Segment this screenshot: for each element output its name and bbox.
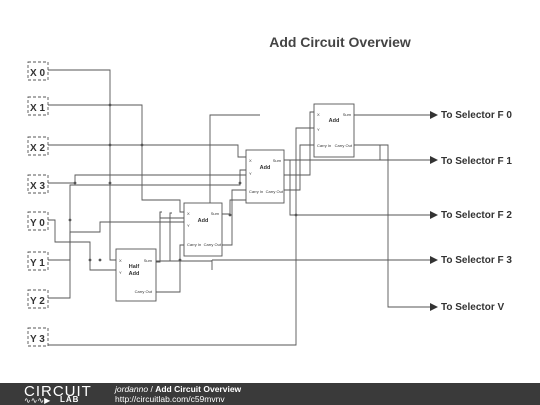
input-x1: X 1	[27, 96, 49, 116]
pin-y: Y	[317, 127, 320, 132]
pin-y: Y	[119, 270, 122, 275]
input-label: X 2	[30, 143, 45, 154]
pin-sum: Sum	[144, 258, 153, 263]
block-name: Add	[329, 118, 340, 124]
input-label: Y 3	[30, 334, 45, 345]
output-f1: To Selector F 1	[441, 156, 512, 167]
output-arrows	[430, 111, 438, 311]
adder-block-2: X Y Sum Carry In Carry Out Add	[245, 149, 285, 204]
output-f3: To Selector F 3	[441, 255, 512, 266]
input-label: X 3	[30, 181, 45, 192]
input-y0: Y 0	[27, 211, 49, 231]
input-x0: X 0	[27, 61, 49, 81]
input-label: Y 0	[30, 218, 45, 229]
circuit-url[interactable]: http://circuitlab.com/c59mvnv	[115, 394, 225, 404]
input-terminals: X 0 X 1 X 2 X 3 Y 0 Y 1 Y 2 Y 3	[27, 61, 49, 347]
author-link[interactable]: jordanno	[115, 384, 149, 394]
input-x3: X 3	[27, 174, 49, 194]
adder-block-3: X Y Sum Carry In Carry Out Add	[313, 103, 355, 158]
input-label: Y 2	[30, 296, 45, 307]
output-labels: To Selector F 0 To Selector F 1 To Selec…	[441, 110, 512, 313]
wires	[48, 69, 430, 346]
pin-y: Y	[187, 223, 190, 228]
adder-blocks: X Y Sum Carry Out Half Add X Y Sum Carry…	[115, 103, 355, 302]
input-label: Y 1	[30, 258, 45, 269]
pin-x: X	[249, 158, 252, 163]
pin-carry-out: Carry Out	[135, 289, 153, 294]
adder-block-1: X Y Sum Carry In Carry Out Add	[183, 202, 223, 257]
input-x2: X 2	[27, 136, 49, 156]
circuit-meta: jordanno / Add Circuit Overview	[115, 384, 241, 394]
input-y2: Y 2	[27, 289, 49, 309]
circuitlab-logo-lab: LAB	[60, 395, 80, 404]
pin-y: Y	[249, 171, 252, 176]
input-y3: Y 3	[27, 327, 49, 347]
pin-sum: Sum	[273, 158, 282, 163]
pin-x: X	[187, 211, 190, 216]
circuitlab-logo-text[interactable]: CIRCUIT	[24, 383, 92, 400]
pin-carry-out: Carry Out	[335, 143, 353, 148]
pin-carry-out: Carry Out	[266, 189, 284, 194]
pin-sum: Sum	[211, 211, 220, 216]
waveform-icon: ∿∿∿▶	[24, 396, 51, 405]
input-label: X 0	[30, 68, 45, 79]
pin-carry-in: Carry In	[317, 143, 331, 148]
input-label: X 1	[30, 103, 45, 114]
block-name: Half	[129, 264, 140, 270]
pin-sum: Sum	[343, 112, 352, 117]
pin-x: X	[119, 258, 122, 263]
pin-carry-in: Carry In	[187, 242, 201, 247]
pin-carry-in: Carry In	[249, 189, 263, 194]
block-name: Add	[260, 165, 271, 171]
diagram-title: Add Circuit Overview	[269, 34, 411, 50]
junction-dots	[68, 103, 298, 262]
half-adder-block: X Y Sum Carry Out Half Add	[115, 248, 157, 302]
block-name: Add	[129, 271, 140, 277]
circuit-title[interactable]: Add Circuit Overview	[155, 384, 242, 394]
block-name: Add	[198, 218, 209, 224]
output-v: To Selector V	[441, 302, 504, 313]
pin-x: X	[317, 112, 320, 117]
input-y1: Y 1	[27, 251, 49, 271]
footer-bar: CIRCUIT ∿∿∿▶ LAB jordanno / Add Circuit …	[0, 383, 540, 405]
pin-carry-out: Carry Out	[204, 242, 222, 247]
output-f2: To Selector F 2	[441, 210, 512, 221]
output-f0: To Selector F 0	[441, 110, 512, 121]
meta-separator: /	[148, 384, 156, 394]
